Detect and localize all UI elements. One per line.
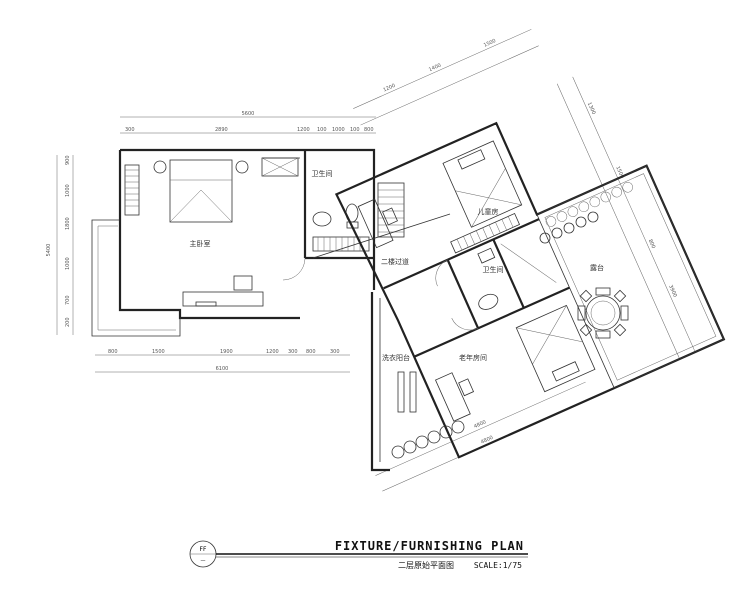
dim-left-seg-2: 1000 (65, 184, 71, 197)
dim-diag-bottom-1: 4800 (473, 419, 487, 430)
dim-bottom-seg-5: 300 (288, 349, 298, 355)
room-laundry-balcony: 洗衣阳台 (382, 353, 410, 362)
staircase (312, 182, 451, 259)
dim-top-seg-7: 800 (364, 127, 374, 133)
plants-lower (391, 420, 465, 459)
dim-left-seg-1: 900 (65, 155, 71, 165)
room-kids: 儿童房 (478, 207, 499, 216)
room-corridor: 二楼过道 (381, 257, 409, 266)
drawing-marker-label: FF (200, 546, 207, 553)
room-bathroom-1: 卫生间 (312, 169, 333, 178)
dim-diag-right-4: 3900 (667, 284, 678, 298)
dim-top-seg-4: 100 (317, 127, 327, 133)
master-bed (153, 159, 249, 223)
left-block-walls (91, 148, 376, 337)
dim-bottom-seg-7: 300 (330, 349, 340, 355)
dim-diag-top-2: 1400 (428, 62, 442, 73)
diagonal-dimension-bottom: 4800 4800 (375, 381, 593, 492)
dim-diag-bottom-2: 4800 (480, 435, 494, 446)
dim-left-seg-5: 700 (65, 295, 71, 305)
dim-diag-top-1: 1200 (382, 83, 396, 94)
dim-diag-right-1: 1300 (586, 101, 597, 115)
laundry-balcony (370, 292, 417, 472)
bottom-dimension-lines: 800 1500 1900 1200 300 800 300 6100 (95, 349, 350, 373)
dim-bottom-seg-3: 1900 (220, 349, 233, 355)
dim-top-seg-3: 1200 (297, 127, 310, 133)
dim-top-overall: 5600 (242, 111, 255, 117)
dim-left-seg-6: 200 (65, 317, 71, 327)
dim-top-seg-1: 300 (125, 127, 135, 133)
plan-subtitle: 二层原始平面图 (398, 560, 454, 570)
terrace-dining-set (577, 287, 629, 339)
title-block: FF — FIXTURE/FURNISHING PLAN 二层原始平面图 SCA… (189, 539, 528, 570)
plants-upper (539, 211, 599, 244)
dim-diag-right-3: 800 (647, 238, 656, 249)
dim-bottom-seg-6: 800 (306, 349, 316, 355)
dim-diag-top-3: 1500 (483, 38, 497, 49)
room-master-bedroom: 主卧室 (190, 239, 211, 248)
top-dimension-lines: 5600 300 2890 1200 100 1000 100 800 (120, 111, 376, 134)
left-dimension-lines: 5400 900 1000 1800 1000 700 200 (46, 155, 74, 335)
plant-strip-terrace (545, 181, 633, 227)
diagonal-dimension-right: 1300 1500 800 3900 (556, 76, 695, 358)
dim-left-overall: 5400 (46, 244, 52, 257)
dim-bottom-seg-2: 1500 (152, 349, 165, 355)
svg-text:—: — (201, 558, 206, 564)
room-terrace: 露台 (590, 263, 604, 272)
plan-title: FIXTURE/FURNISHING PLAN (335, 539, 524, 553)
room-bathroom-2: 卫生间 (483, 265, 504, 274)
dim-left-seg-4: 1000 (65, 257, 71, 270)
dim-bottom-overall: 6100 (216, 366, 229, 372)
bathroom-1-fixtures (282, 203, 370, 281)
dim-bottom-seg-4: 1200 (266, 349, 279, 355)
dim-top-seg-6: 100 (350, 127, 360, 133)
dim-left-seg-3: 1800 (65, 217, 71, 230)
room-elderly: 老年房间 (459, 353, 487, 362)
diagonal-dimension-top: 1200 1400 1500 (353, 29, 539, 126)
dim-top-seg-5: 1000 (332, 127, 345, 133)
rotated-wing (334, 121, 726, 459)
master-wardrobe (124, 164, 140, 216)
plan-scale: SCALE:1/75 (474, 561, 522, 570)
master-desk (182, 275, 264, 307)
dim-diag-right-2: 1500 (614, 165, 625, 179)
dim-top-seg-2: 2890 (215, 127, 228, 133)
dim-bottom-seg-1: 800 (108, 349, 118, 355)
